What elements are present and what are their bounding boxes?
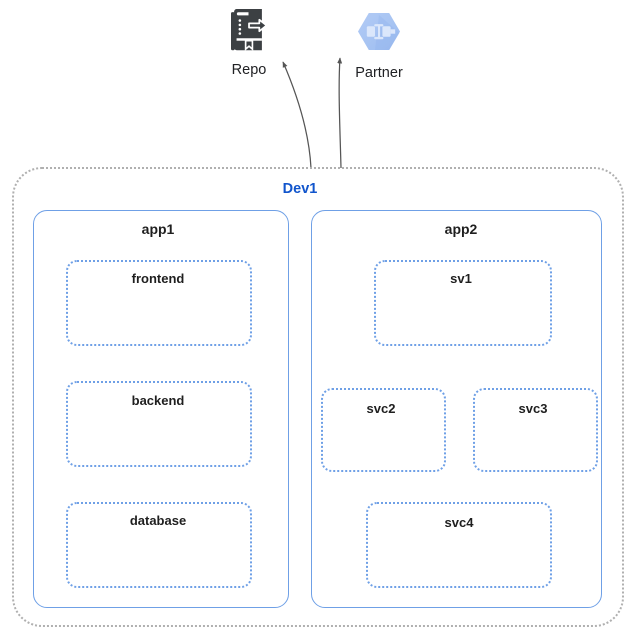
service-box-svc4[interactable] — [366, 502, 552, 588]
service-label-sv1: sv1 — [450, 271, 472, 286]
service-label-svc3: svc3 — [518, 401, 548, 416]
service-box-database[interactable] — [66, 502, 252, 588]
service-label-svc4: svc4 — [444, 515, 474, 530]
service-box-svc3[interactable] — [473, 388, 598, 472]
edge-dev1-to-partner — [337, 57, 343, 169]
external-node-label-partner: Partner — [355, 65, 403, 81]
partner-hexagon-icon — [358, 13, 400, 50]
application-label-app1: app1 — [141, 221, 175, 237]
service-label-frontend: frontend — [131, 271, 185, 286]
service-box-frontend[interactable] — [66, 260, 252, 346]
service-box-svc2[interactable] — [321, 388, 446, 472]
edge-dev1-to-repo — [282, 61, 312, 169]
service-label-svc2: svc2 — [366, 401, 396, 416]
service-box-backend[interactable] — [66, 381, 252, 467]
environment-box-dev1[interactable] — [12, 167, 624, 627]
service-label-database: database — [129, 513, 187, 528]
external-node-label-repo: Repo — [231, 62, 267, 78]
repo-export-icon — [231, 8, 268, 51]
service-box-sv1[interactable] — [374, 260, 552, 346]
application-label-app2: app2 — [444, 221, 478, 237]
environment-label-dev1: Dev1 — [282, 181, 318, 197]
service-label-backend: backend — [131, 393, 185, 408]
